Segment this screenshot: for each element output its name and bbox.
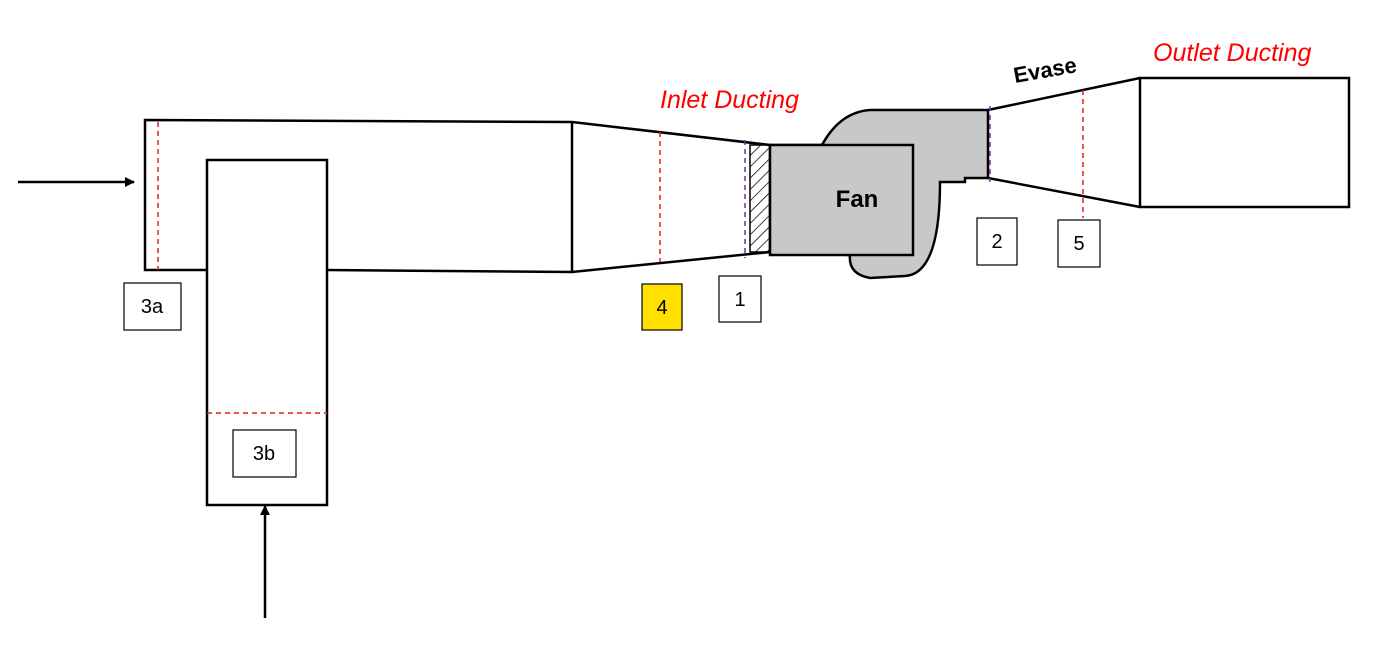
station-3a: 3a — [123, 282, 182, 331]
outlet-duct — [1138, 76, 1351, 209]
station-label: 4 — [656, 297, 667, 319]
station-label: 2 — [991, 231, 1002, 253]
fan-inlet-box — [768, 143, 915, 257]
evase-diffuser — [987, 76, 1141, 209]
inlet-screen-hatch — [749, 144, 771, 253]
station-4: 4 — [641, 283, 683, 331]
outlet-ducting-label: Outlet Ducting — [1153, 39, 1312, 67]
station-label: 3b — [253, 443, 275, 465]
inlet-converging-duct — [571, 120, 771, 274]
station-box — [232, 429, 297, 478]
station-box — [1057, 219, 1101, 268]
station-1: 1 — [718, 275, 762, 323]
station-2: 2 — [976, 217, 1018, 266]
inlet-ducting-label: Inlet Ducting — [660, 86, 799, 114]
station-3b: 3b — [232, 429, 297, 478]
station-box — [976, 217, 1018, 266]
evase-label: Evase — [1012, 52, 1079, 88]
station-label: 1 — [734, 289, 745, 311]
station-5: 5 — [1057, 219, 1101, 268]
fan-label: Fan — [836, 186, 879, 213]
station-box — [123, 282, 182, 331]
station-label: 3a — [141, 296, 164, 318]
station-label: 5 — [1073, 233, 1084, 255]
station-box-highlighted — [641, 283, 683, 331]
station-box — [718, 275, 762, 323]
